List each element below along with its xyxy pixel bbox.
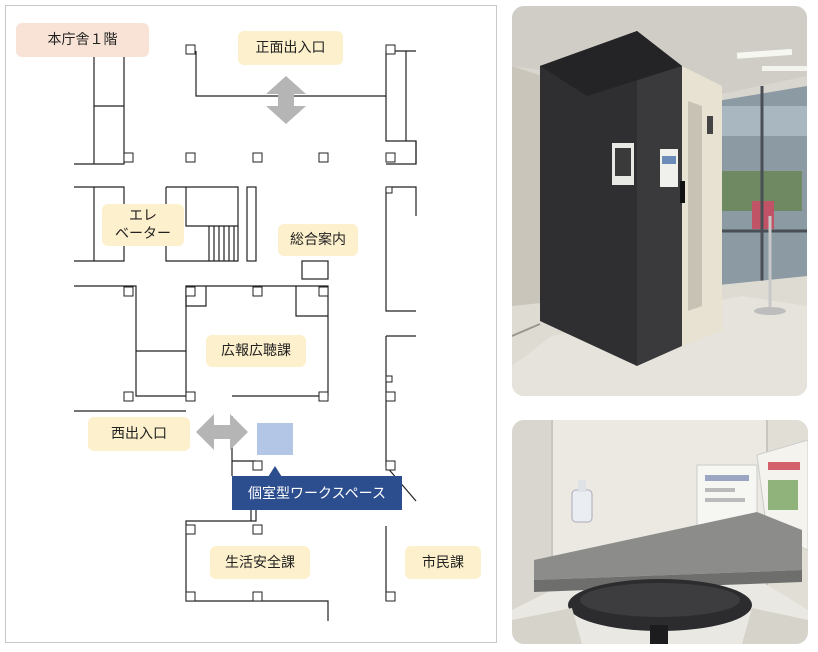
workspace-callout: 個室型ワークスペース: [232, 476, 402, 510]
floor-plan-lines: [74, 44, 417, 621]
workspace-location-marker: [257, 423, 293, 455]
front-entrance-arrow: [266, 76, 306, 124]
information-label: 総合案内: [278, 224, 358, 256]
booth-exterior-photo: [512, 6, 807, 396]
elevator-label: エレ ベーター: [102, 204, 184, 246]
workspace-callout-pointer: [268, 466, 282, 477]
west-entrance-label: 西出入口: [88, 417, 190, 451]
life-safety-label: 生活安全課: [210, 546, 310, 579]
floor-map: 本庁舎１階 正面出入口 エレ ベーター 総合案内 広報広聴課 西出入口 生活安全…: [5, 5, 497, 643]
front-entrance-label: 正面出入口: [238, 31, 343, 65]
west-entrance-arrow: [196, 414, 248, 450]
public-relations-label: 広報広聴課: [206, 335, 306, 367]
citizens-label: 市民課: [405, 546, 481, 579]
booth-interior-photo: [512, 420, 808, 644]
floor-label: 本庁舎１階: [16, 23, 149, 57]
